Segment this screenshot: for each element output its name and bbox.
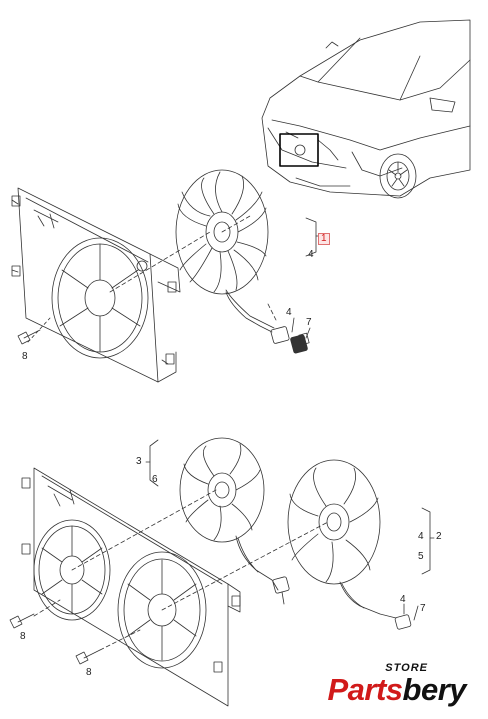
bolt-bottom-b bbox=[75, 649, 101, 665]
fan-shroud-single bbox=[11, 187, 181, 383]
brand-store-label: STORE bbox=[385, 662, 428, 674]
callout-part-1[interactable]: 1 bbox=[318, 233, 330, 245]
callout-connector-7-top: 7 bbox=[306, 317, 312, 328]
callout-connector-7-bottom: 7 bbox=[420, 603, 426, 614]
assembly-lines-top bbox=[109, 215, 277, 321]
brand-name: Partsbery bbox=[327, 674, 466, 705]
callout-part-3: 3 bbox=[136, 456, 142, 467]
callout-part-4-top: 4 bbox=[308, 249, 314, 260]
radiator-fan-right bbox=[287, 459, 397, 619]
callout-part-5: 5 bbox=[418, 551, 424, 562]
brand-logo: STORE Partsbery bbox=[327, 662, 466, 705]
assembly-lines-bottom bbox=[33, 489, 329, 651]
callout-bolt-8-bottom-a: 8 bbox=[20, 631, 26, 642]
radiator-fan-left bbox=[179, 437, 279, 591]
brand-name-part1: Parts bbox=[327, 672, 403, 707]
brand-name-part2: bery bbox=[402, 672, 467, 707]
callout-bolt-8-top: 8 bbox=[22, 351, 28, 362]
bolt-bottom-a bbox=[9, 613, 35, 629]
connector-group-bottom bbox=[272, 576, 419, 630]
callout-bolt-8-bottom-b: 8 bbox=[86, 667, 92, 678]
fan-shroud-twin bbox=[21, 467, 241, 707]
callout-connector-4-bottom: 4 bbox=[400, 594, 406, 605]
bracket-bottom-right bbox=[421, 507, 431, 575]
callout-part-2: 2 bbox=[436, 531, 442, 542]
callout-part-6: 6 bbox=[152, 474, 158, 485]
callout-connector-4-top: 4 bbox=[286, 307, 292, 318]
bracket-top bbox=[305, 217, 317, 257]
callout-part-4-bottom: 4 bbox=[418, 531, 424, 542]
bolt-top bbox=[17, 317, 51, 345]
connector-group-top bbox=[270, 317, 311, 354]
car-illustration bbox=[261, 19, 471, 199]
bracket-bottom-left bbox=[149, 439, 159, 487]
radiator-fan-single bbox=[175, 169, 275, 333]
